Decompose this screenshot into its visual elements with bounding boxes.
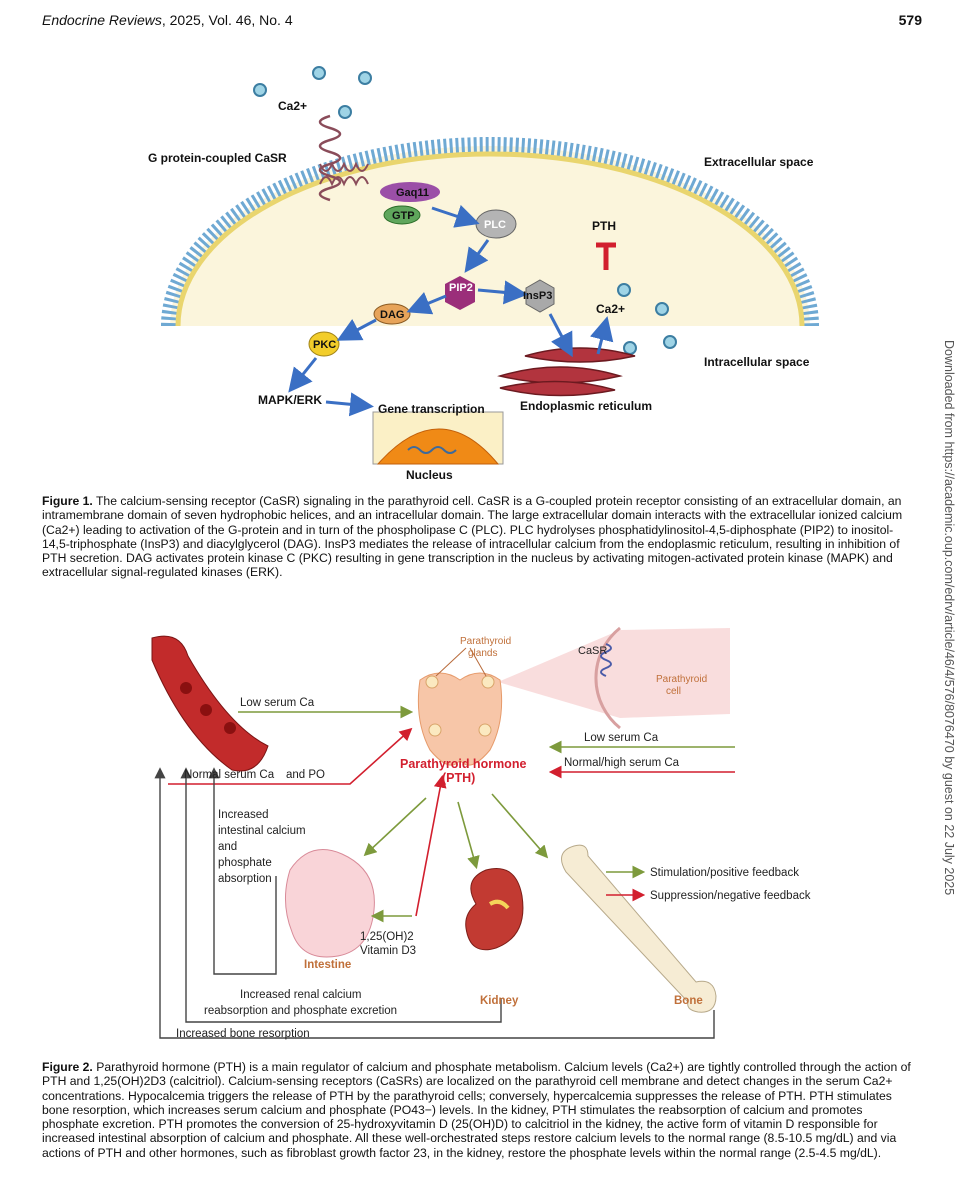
vitd-feedback-arrow <box>415 774 447 917</box>
label-vitd-2: Vitamin D3 <box>360 945 416 957</box>
casr-extracellular-domain <box>318 114 342 202</box>
figure-1-caption: Figure 1. The calcium-sensing receptor (… <box>42 494 912 580</box>
figure-2-caption-label: Figure 2. <box>42 1060 93 1074</box>
label-pkc: PKC <box>313 339 336 351</box>
parathyroid-zoom-wedge <box>498 628 730 718</box>
label-intestinal-4: phosphate <box>218 857 272 869</box>
page-number: 579 <box>898 12 922 28</box>
label-low-serum-left: Low serum Ca <box>240 697 315 709</box>
cell-membrane <box>161 137 819 327</box>
label-ca-right: Ca2+ <box>596 302 625 316</box>
figure-1-diagram: Ca2+ G protein-coupled CaSR Extracellula… <box>148 66 819 482</box>
label-casr: CaSR <box>578 645 607 657</box>
intestine-shape <box>284 849 375 958</box>
label-kidney: Kidney <box>480 995 519 1007</box>
label-nucleus: Nucleus <box>406 468 453 482</box>
endoplasmic-reticulum-shape <box>497 347 636 397</box>
label-gaq11: Gaq11 <box>396 187 429 199</box>
label-casr: G protein-coupled CaSR <box>148 151 287 165</box>
gaq11-node <box>380 182 440 202</box>
pth-to-intestine-arrow <box>363 797 427 857</box>
label-normal-serum: Normal serum Ca <box>184 769 275 781</box>
legend-supp-label: Suppression/negative feedback <box>650 890 811 902</box>
label-intestinal-3: and <box>218 841 237 853</box>
kidney-shape <box>465 868 524 951</box>
label-bone: Bone <box>674 995 703 1007</box>
label-parathyroid-cell-2: cell <box>666 686 681 697</box>
label-pip2: PIP2 <box>449 282 473 294</box>
nucleus-shape <box>372 411 504 465</box>
casr-transmembrane <box>319 161 369 187</box>
label-and-po4: and PO <box>286 769 325 781</box>
pip2-node <box>445 276 475 310</box>
label-normal-high: Normal/high serum Ca <box>564 757 680 769</box>
figure-1-caption-label: Figure 1. <box>42 494 93 508</box>
bone-feedback-line <box>154 767 715 1039</box>
pth-to-kidney-arrow <box>457 801 480 870</box>
normal-serum-arrow <box>168 727 413 785</box>
label-renal-2: reabsorption and phosphate excretion <box>204 1005 397 1017</box>
label-renal-1: Increased renal calcium <box>240 989 361 1001</box>
label-gene: Gene transcription <box>378 402 485 416</box>
legend-stim-label: Stimulation/positive feedback <box>650 867 799 879</box>
casr-receptor-shape <box>600 643 612 677</box>
label-parathyroid-glands-2: glands <box>468 648 497 659</box>
pth-inhibition-mark <box>596 242 616 270</box>
figure-2-caption: Figure 2. Parathyroid hormone (PTH) is a… <box>42 1060 912 1160</box>
blood-vessel-shape <box>151 635 269 772</box>
figure-2-caption-text: Parathyroid hormone (PTH) is a main regu… <box>42 1060 911 1160</box>
label-low-serum-right: Low serum Ca <box>584 732 659 744</box>
label-insp3: InsP3 <box>523 290 552 302</box>
parathyroid-cell-membrane <box>594 626 621 730</box>
pkc-node <box>308 331 340 357</box>
label-parathyroid-cell-1: Parathyroid <box>656 674 707 685</box>
pathway-arrows <box>288 204 614 417</box>
journal-issue: , 2025, Vol. 46, No. 4 <box>161 12 293 28</box>
journal-name: Endocrine Reviews <box>42 12 162 28</box>
label-mapk: MAPK/ERK <box>258 393 322 407</box>
gtp-node <box>383 205 421 225</box>
running-header: Endocrine Reviews, 2025, Vol. 46, No. 4 <box>42 12 293 28</box>
label-intestinal-2: intestinal calcium <box>218 825 306 837</box>
label-pth: PTH <box>592 219 616 233</box>
label-pth-2: (PTH) <box>442 771 475 785</box>
label-gtp: GTP <box>392 210 415 222</box>
label-plc: PLC <box>484 219 506 231</box>
figure-1-caption-text: The calcium-sensing receptor (CaSR) sign… <box>42 494 903 580</box>
pth-to-bone-arrow <box>491 793 549 859</box>
label-pth-1: Parathyroid hormone <box>400 757 526 771</box>
label-parathyroid-glands-1: Parathyroid <box>460 636 511 647</box>
bone-shape <box>561 844 717 1013</box>
label-intestine: Intestine <box>304 959 351 971</box>
label-er: Endoplasmic reticulum <box>520 399 652 413</box>
label-intestinal-1: Increased <box>218 809 269 821</box>
label-extracellular: Extracellular space <box>704 155 814 169</box>
label-intracellular: Intracellular space <box>704 355 810 369</box>
label-ca-top: Ca2+ <box>278 99 307 113</box>
download-watermark: Downloaded from https://academic.oup.com… <box>942 340 956 896</box>
intestine-feedback-line <box>208 767 277 975</box>
parathyroid-glands-shape <box>417 672 503 766</box>
label-bone-resorption: Increased bone resorption <box>176 1028 310 1040</box>
calcium-ions <box>253 66 677 355</box>
label-vitd-1: 1,25(OH)2 <box>360 931 414 943</box>
label-dag: DAG <box>380 309 404 321</box>
figure-2-diagram: Parathyroid glands CaSR Parathyroid cell… <box>151 626 811 1040</box>
label-intestinal-5: absorption <box>218 873 272 885</box>
kidney-feedback-line <box>180 767 502 1023</box>
